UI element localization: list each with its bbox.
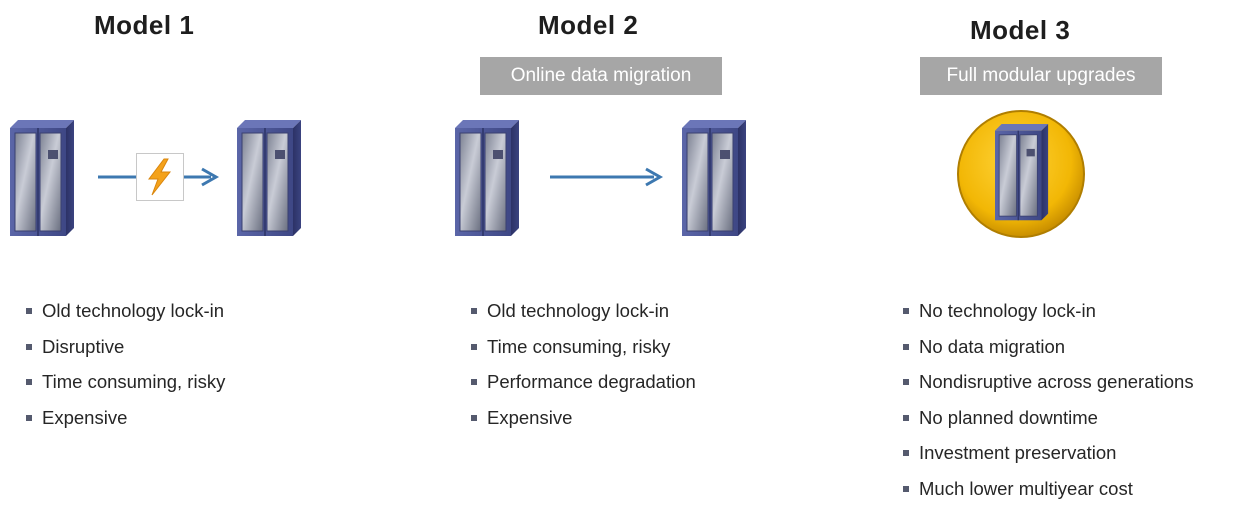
lightning-icon — [136, 153, 184, 201]
list-item: Expensive — [26, 405, 225, 441]
storage-rack-icon — [682, 120, 748, 238]
storage-rack-icon — [237, 120, 303, 238]
model-3-bullet-list: No technology lock-in No data migration … — [903, 298, 1194, 511]
list-item: Much lower multiyear cost — [903, 476, 1194, 511]
model-1-title: Model 1 — [94, 10, 194, 41]
list-item: No technology lock-in — [903, 298, 1194, 334]
gold-circle-rack-icon — [955, 108, 1087, 240]
storage-rack-icon — [10, 120, 76, 238]
model-2-tag: Online data migration — [480, 57, 722, 95]
model-2-title: Model 2 — [538, 10, 638, 41]
list-item: Old technology lock-in — [26, 298, 225, 334]
list-item: Performance degradation — [471, 369, 696, 405]
list-item: Time consuming, risky — [471, 334, 696, 370]
model-3-tag: Full modular upgrades — [920, 57, 1162, 95]
list-item: Investment preservation — [903, 440, 1194, 476]
storage-rack-icon — [455, 120, 521, 238]
list-item: Disruptive — [26, 334, 225, 370]
list-item: Nondisruptive across generations — [903, 369, 1194, 405]
list-item: No planned downtime — [903, 405, 1194, 441]
model-3-title: Model 3 — [970, 15, 1070, 46]
list-item: Expensive — [471, 405, 696, 441]
list-item: Time consuming, risky — [26, 369, 225, 405]
migration-arrow-icon — [548, 164, 664, 190]
model-2-bullet-list: Old technology lock-in Time consuming, r… — [471, 298, 696, 440]
list-item: No data migration — [903, 334, 1194, 370]
model-1-bullet-list: Old technology lock-in Disruptive Time c… — [26, 298, 225, 440]
list-item: Old technology lock-in — [471, 298, 696, 334]
